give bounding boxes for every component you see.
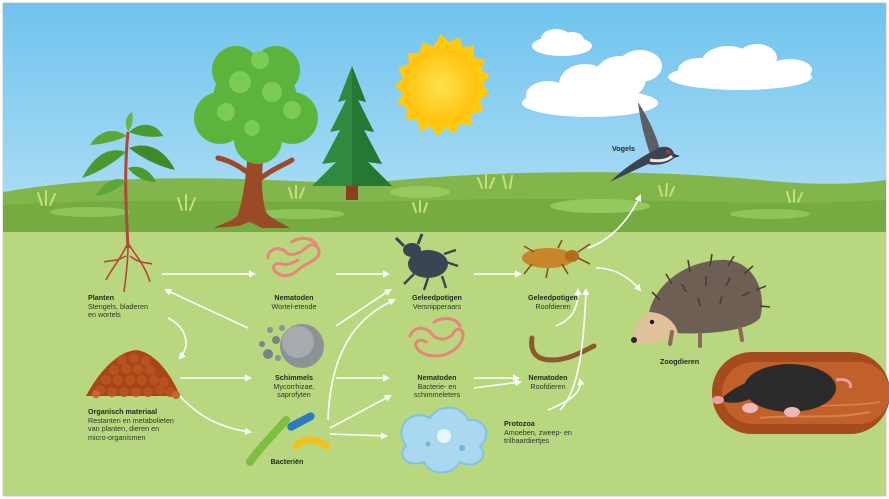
- label-protozoa-desc: Amoeben, zweep- en trilhaardiertjes: [504, 429, 572, 446]
- label-organisch-materiaal: Organisch materiaal Restanten en metabol…: [88, 408, 174, 442]
- label-planten: Planten Stengels, bladeren en wortels: [88, 294, 148, 320]
- label-nematoden-bact-desc: Bacterie- en schimmeleters: [404, 383, 470, 400]
- label-organisch-desc: Restanten en metabolieten van planten, d…: [88, 417, 174, 443]
- label-schimmels-desc: Mycorrhizae, saprofyten: [262, 383, 326, 400]
- label-geleedpotigen-versnipperaars: Geleedpotigen Versnipperaars: [404, 294, 470, 311]
- grass-hills: [3, 172, 886, 232]
- label-bacterien-title: Bacteriën: [262, 458, 312, 467]
- label-bacterien: Bacteriën: [262, 458, 312, 467]
- label-nematoden-wortel: Nematoden Wortel-etende: [262, 294, 326, 311]
- label-zoogdieren-title: Zoogdieren: [660, 358, 699, 367]
- label-geleedpotigen-roofdieren: Geleedpotigen Roofdieren: [520, 294, 586, 311]
- label-geleedpotigen-roof-desc: Roofdieren: [520, 303, 586, 312]
- label-vogels: Vogels: [612, 145, 635, 154]
- label-nematoden-wortel-desc: Wortel-etende: [262, 303, 326, 312]
- label-planten-desc: Stengels, bladeren en wortels: [88, 303, 148, 320]
- label-zoogdieren: Zoogdieren: [660, 358, 699, 367]
- label-nematoden-roofdieren: Nematoden Roofdieren: [516, 374, 580, 391]
- label-nematoden-roof-desc: Roofdieren: [516, 383, 580, 392]
- label-geleedpotigen-vers-desc: Versnipperaars: [404, 303, 470, 312]
- label-vogels-title: Vogels: [612, 145, 635, 154]
- label-schimmels: Schimmels Mycorrhizae, saprofyten: [262, 374, 326, 400]
- label-protozoa: Protozoa Amoeben, zweep- en trilhaardier…: [504, 420, 572, 446]
- label-nematoden-bacterie: Nematoden Bacterie- en schimmeleters: [404, 374, 470, 400]
